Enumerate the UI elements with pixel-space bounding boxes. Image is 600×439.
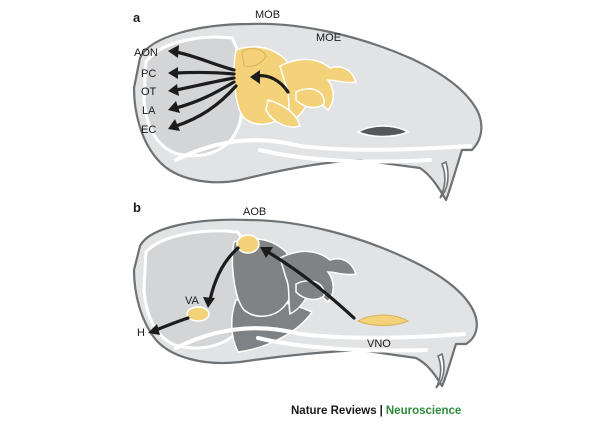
label-aob: AOB [243,206,266,218]
arrow-to-pc [174,70,236,76]
arrowhead-va [203,297,215,308]
panel-b-vno [356,314,410,326]
journal-name: Nature Reviews [291,405,377,417]
panel-a: a [132,9,483,202]
label-h: H [137,327,145,339]
arrow-va-to-h [154,316,190,332]
panel-a-palate-line [258,148,432,164]
label-ot: OT [141,86,157,98]
arrowhead-ot [168,84,179,96]
label-aon: AON [134,47,158,59]
panel-b-letter: b [133,200,141,215]
arrowhead-aob [260,247,273,258]
arrowhead-aon [168,45,179,58]
panel-a-turbinate-2 [265,99,301,128]
arrowhead-pc [168,67,178,79]
label-ec: EC [141,124,156,136]
panel-b-incisor [435,352,445,389]
panel-a-mob-inner [241,48,267,67]
panel-a-letter: a [133,10,141,25]
arrowhead-la [168,101,180,113]
label-mob: MOB [255,9,280,21]
arrow-aob-to-va [208,246,240,302]
label-va: VA [185,295,200,307]
arrowhead-h [148,324,160,335]
panel-b-bone-line [174,326,466,350]
panel-b-aob [236,234,260,254]
arrow-vno-to-aob [266,250,356,320]
panel-b: b AOB VA H VNO [132,200,478,389]
label-vno: VNO [367,338,391,350]
arrow-to-aon [174,50,236,72]
label-pc: PC [141,68,156,80]
arrow-to-la [174,80,236,110]
panel-b-palate-line [256,336,428,353]
label-la: LA [142,105,156,117]
journal-section: Neuroscience [385,405,462,417]
arrow-to-ot [174,76,236,92]
arrow-to-ec [174,84,238,128]
credit-separator: | [379,405,383,417]
panel-a-turbinate-1 [295,88,325,109]
label-moe: MOE [316,32,341,44]
panel-a-bone-line [174,138,472,162]
arrowhead-ec [168,119,180,131]
panel-a-brain [142,35,245,158]
panel-a-bulb-arrowhead [250,70,260,84]
journal-credit: Nature Reviews|Neuroscience [291,405,461,417]
panel-b-va [186,306,210,322]
panel-a-incisor [439,160,449,199]
panel-a-vno [356,125,410,138]
panel-a-projection-arrows [168,45,238,131]
